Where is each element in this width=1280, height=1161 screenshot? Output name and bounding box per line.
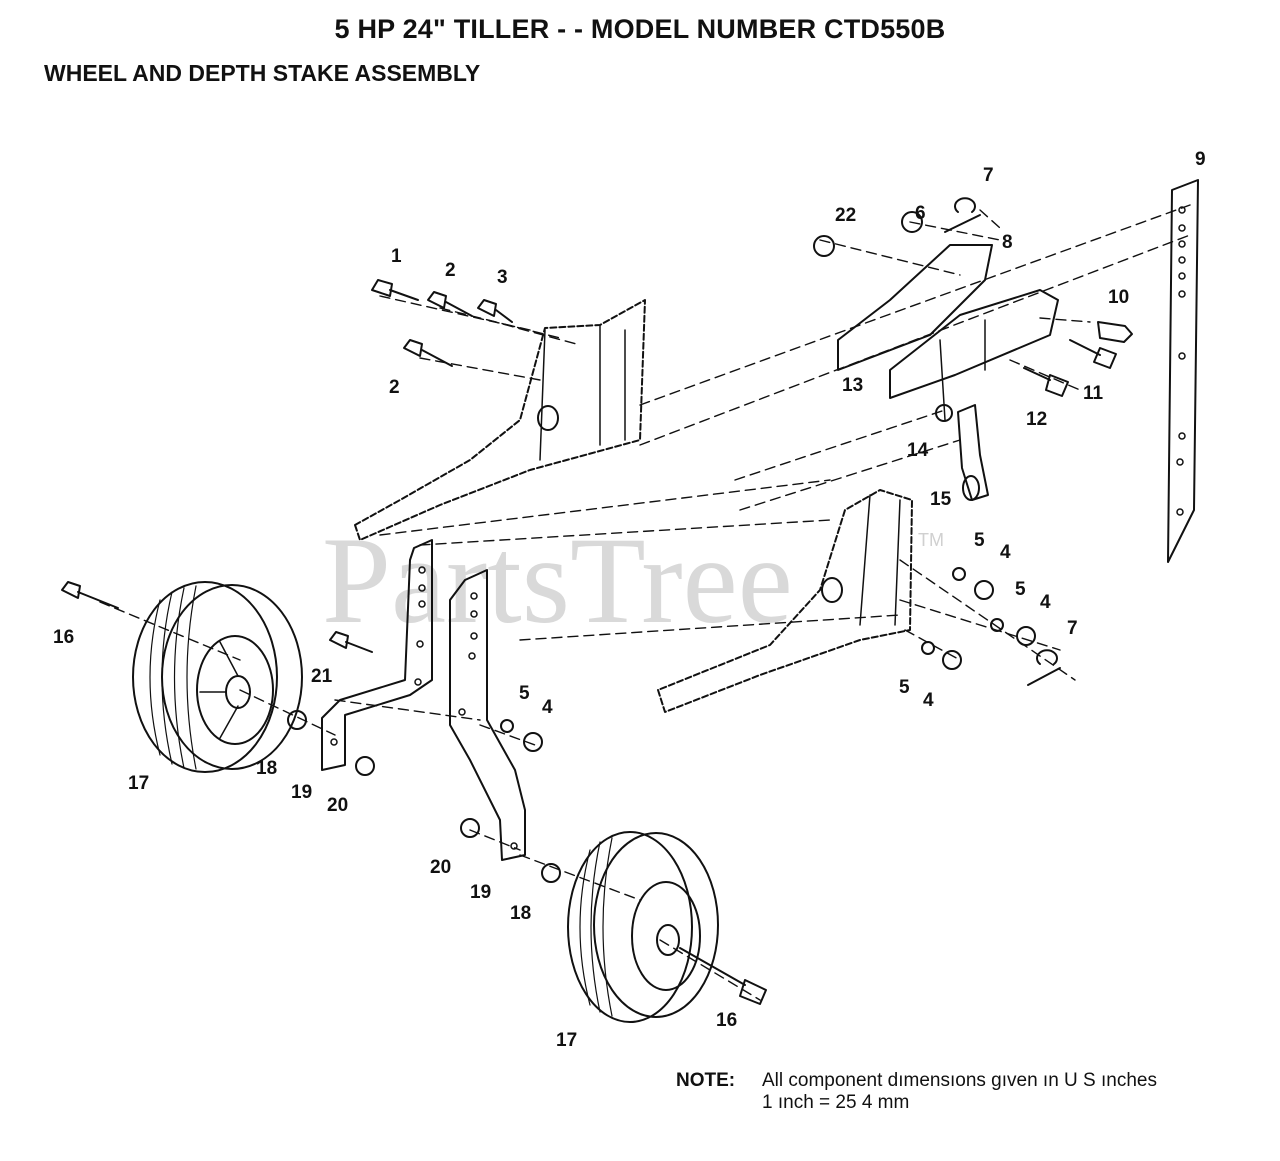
- hair-pin-top: [944, 197, 981, 233]
- bracket-plate-upper: [837, 244, 993, 371]
- right-frame-bracket: [657, 489, 913, 713]
- bolts-right: [1023, 321, 1133, 397]
- callout-4-b: 4: [1040, 592, 1051, 613]
- callout-5-d: 5: [519, 683, 530, 704]
- callout-21: 21: [311, 666, 333, 687]
- callout-7-top: 7: [983, 165, 994, 186]
- washer-18-left: [287, 710, 307, 730]
- callout-4-d: 4: [542, 697, 553, 718]
- axle-bolt-left: [61, 581, 119, 609]
- diagram-subtitle: WHEEL AND DEPTH STAKE ASSEMBLY: [44, 60, 481, 86]
- callout-4-a: 4: [1000, 542, 1011, 563]
- watermark-trademark: TM: [918, 530, 944, 550]
- bracket-plate-lower: [889, 289, 1059, 399]
- nut-20-right: [460, 818, 480, 838]
- callout-numbers: 1 2 3 2 22 6 7 8 9 10 11 12 13 14 15 5 4…: [53, 149, 1206, 1051]
- callout-19-right: 19: [470, 882, 491, 903]
- note-label: NOTE:: [676, 1070, 736, 1091]
- note-line-2: 1 ınch = 25 4 mm: [762, 1092, 910, 1113]
- note-line-1: All component dımensıons gıven ın U S ın…: [762, 1070, 1157, 1091]
- washer-18-right: [541, 863, 561, 883]
- depth-stake-lock: [957, 404, 989, 501]
- callout-2-left: 2: [389, 377, 400, 398]
- callout-7-right: 7: [1067, 618, 1078, 639]
- washers-nuts-right: [921, 567, 1036, 670]
- callout-19-left: 19: [291, 782, 312, 803]
- callout-10: 10: [1108, 287, 1129, 308]
- wheel-left: [132, 581, 303, 773]
- callout-4-c: 4: [923, 690, 934, 711]
- wheel-right: [567, 831, 719, 1023]
- wheel-arm-left: [321, 539, 433, 771]
- hair-pin-right: [1027, 649, 1061, 686]
- lock-washer: [935, 404, 953, 422]
- callout-8: 8: [1002, 232, 1013, 253]
- diagram-title: 5 HP 24" TILLER - - MODEL NUMBER CTD550B: [334, 14, 946, 44]
- callout-16-right: 16: [716, 1010, 737, 1031]
- bolt-21: [329, 631, 373, 653]
- nut-20-left: [355, 756, 375, 776]
- nut-22: [813, 235, 835, 257]
- callout-12: 12: [1026, 409, 1047, 430]
- bolts-top-left: [371, 279, 513, 367]
- callout-14: 14: [907, 440, 929, 461]
- units-note: NOTE: All component dımensıons gıven ın U…: [676, 1070, 1157, 1114]
- callout-17-right: 17: [556, 1030, 577, 1051]
- depth-stake: [1167, 179, 1199, 563]
- callout-9: 9: [1195, 149, 1206, 170]
- callout-17-left: 17: [128, 773, 149, 794]
- left-frame-bracket: [354, 299, 646, 541]
- callout-5-c: 5: [899, 677, 910, 698]
- wheel-arm-right: [449, 569, 526, 861]
- callout-2-top: 2: [445, 260, 456, 281]
- callout-16-left: 16: [53, 627, 74, 648]
- callout-20-left: 20: [327, 795, 348, 816]
- callout-11: 11: [1083, 383, 1104, 404]
- callout-5-a: 5: [974, 530, 985, 551]
- callout-22: 22: [835, 205, 856, 226]
- callout-20-right: 20: [430, 857, 451, 878]
- watermark-text: PartsTree: [322, 512, 793, 649]
- callout-13: 13: [842, 375, 863, 396]
- nut-6: [901, 211, 923, 233]
- callout-18-left: 18: [256, 758, 277, 779]
- axle-bolt-right: [679, 947, 767, 1005]
- callout-5-b: 5: [1015, 579, 1026, 600]
- callout-1: 1: [391, 246, 402, 267]
- callout-6: 6: [915, 203, 926, 224]
- callout-3: 3: [497, 267, 508, 288]
- callout-18-right: 18: [510, 903, 531, 924]
- callout-15: 15: [930, 489, 952, 510]
